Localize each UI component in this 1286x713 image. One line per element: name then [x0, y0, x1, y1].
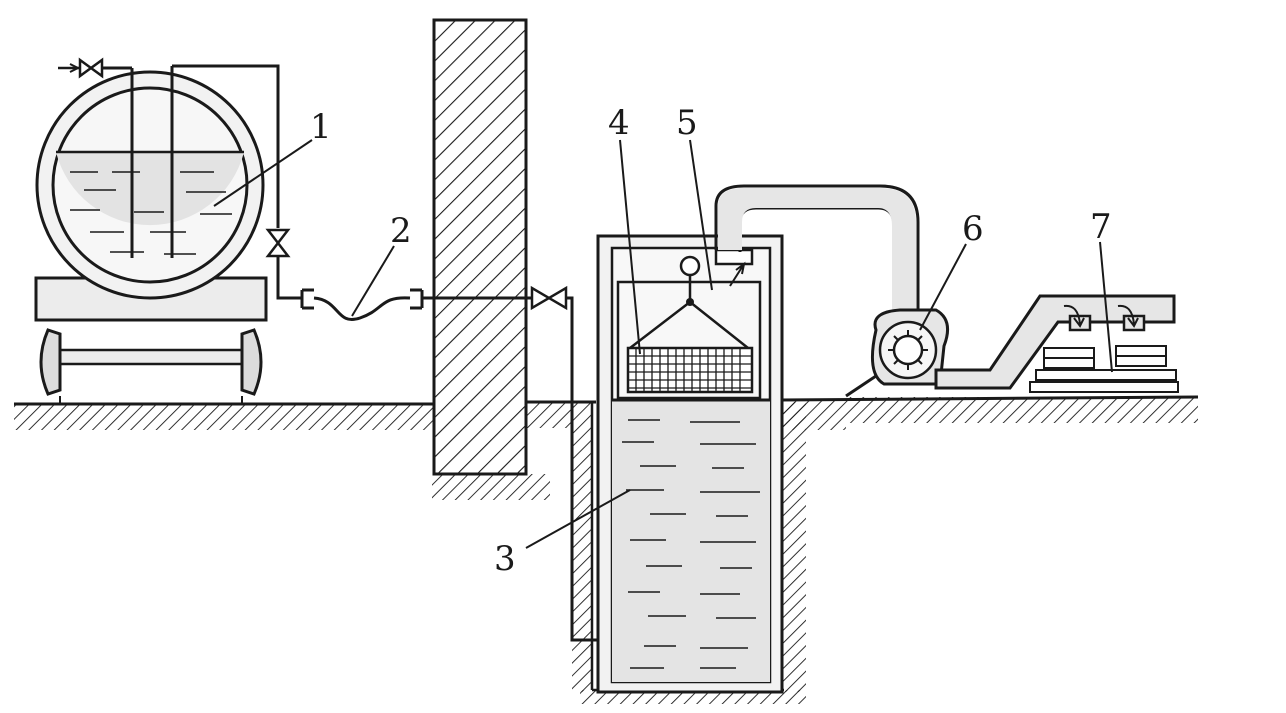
label-basket: 4	[608, 103, 630, 143]
fan	[845, 308, 950, 398]
label-reservoir: 3	[494, 539, 516, 579]
label-chamber: 5	[676, 103, 698, 143]
wall	[432, 18, 528, 476]
dryer	[934, 294, 1179, 393]
tank-car	[34, 57, 302, 404]
label-hose: 2	[390, 211, 412, 251]
basket	[626, 301, 754, 394]
label-fan: 6	[962, 209, 984, 249]
leader-lines	[213, 139, 1113, 549]
reservoir	[596, 234, 784, 694]
ground	[14, 395, 1199, 704]
duct	[714, 184, 920, 318]
label-dryer: 7	[1090, 207, 1112, 247]
label-tank: 1	[310, 107, 332, 147]
